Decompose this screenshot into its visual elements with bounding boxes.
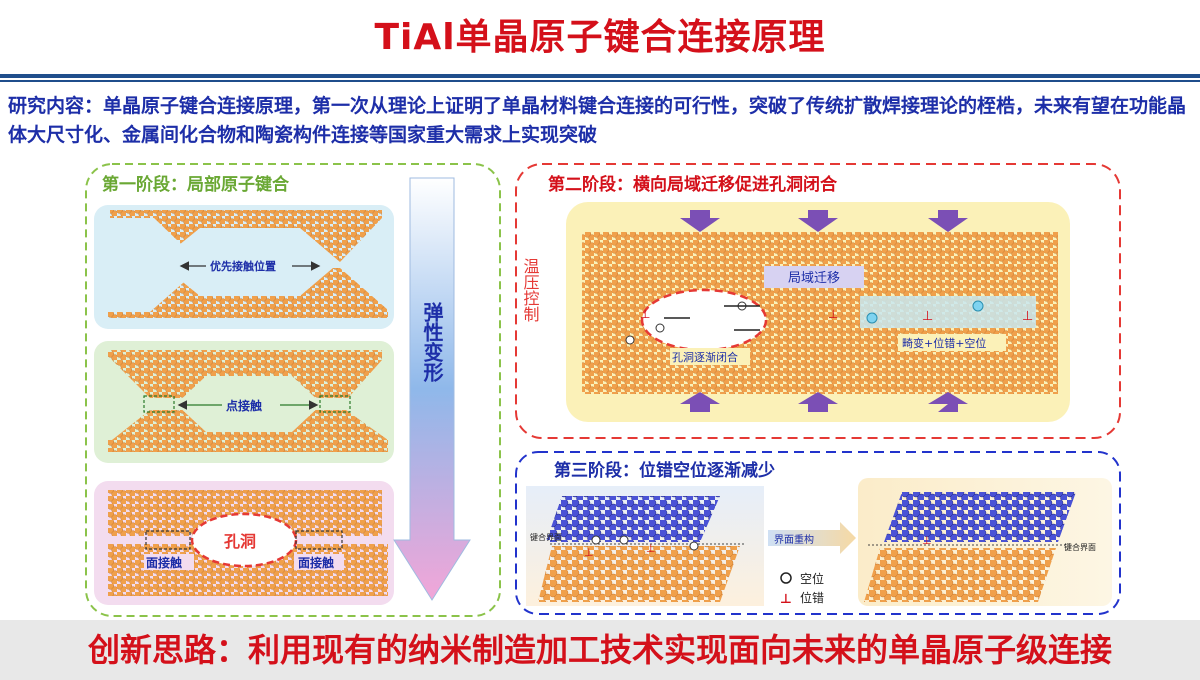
- hole-ellipse: [190, 512, 298, 568]
- top-crystal-2: [108, 350, 382, 398]
- svg-text:⊥: ⊥: [922, 534, 932, 547]
- innovation-banner: 创新思路：利用现有的纳米制造加工技术实现面向未来的单晶原子级连接: [0, 620, 1200, 680]
- pressure-arrow-bottom-1: [680, 392, 720, 412]
- pressure-arrow-bottom-2: [798, 392, 838, 412]
- face-contact-right: [295, 530, 343, 550]
- vacancy-legend-icon: [780, 572, 792, 584]
- stage2-title: 第二阶段：横向局域迁移促进孔洞闭合: [548, 174, 838, 195]
- stage2-border: [515, 163, 1121, 439]
- top-lattice-right: [884, 492, 1076, 542]
- reconstruct-arrow: [768, 522, 856, 554]
- pressure-arrow-top-1: [680, 210, 720, 232]
- dislocation-legend-label: 位错: [800, 590, 824, 605]
- point-contact-left: [143, 395, 175, 413]
- bond-interface-right-label: 键合界面: [1064, 542, 1096, 552]
- stage1-border: [85, 163, 501, 617]
- point-contact-right: [319, 395, 351, 413]
- title-divider-thin: [0, 80, 1200, 82]
- svg-text:⊥: ⊥: [922, 309, 933, 324]
- defect-markers: ⊥ ⊥: [866, 300, 1033, 324]
- stage1-group: 第一阶段：局部原子键合 优先接触位置 点接触 孔洞 面接触 面接触: [85, 163, 501, 617]
- stage2-group: 第二阶段：横向局域迁移促进孔洞闭合 温压控制 局域迁移 ⊥ ⊥ 孔洞逐渐闭合: [515, 163, 1121, 439]
- svg-text:⊥: ⊥: [1022, 309, 1033, 324]
- elastic-deformation-arrow: [393, 177, 471, 601]
- bottom-lattice-left: [538, 546, 740, 602]
- defect-region: [860, 296, 1036, 328]
- pressure-arrow-bottom-3: [928, 392, 968, 412]
- elastic-deformation-label: 弹性变形: [420, 301, 444, 383]
- point-contact-label: 点接触: [226, 398, 262, 413]
- title-divider: [0, 74, 1200, 78]
- pressure-arrow-top-3: [928, 210, 968, 232]
- reconstruct-label: 界面重构: [774, 533, 814, 546]
- hole-label: 孔洞: [224, 532, 256, 551]
- stage2-side-label: 温压控制: [521, 258, 540, 322]
- face-contact-left-label: 面接触: [146, 555, 182, 570]
- stage3-legend: 空位 ⊥ 位错: [780, 571, 824, 607]
- dislocation-cluster-left: ⊥ ⊥: [625, 301, 838, 345]
- face-contact-right-label: 面接触: [298, 555, 334, 570]
- bottom-lattice-right: [864, 548, 1056, 602]
- svg-text:⊥: ⊥: [828, 307, 838, 321]
- svg-text:⊥: ⊥: [584, 546, 594, 559]
- migration-badge: [764, 266, 864, 288]
- research-summary: 研究内容：单晶原子键合连接原理，第一次从理论上证明了单晶材料键合连接的可行性，突…: [8, 95, 1187, 146]
- closing-hole: [640, 288, 768, 352]
- face-contact-left: [145, 530, 191, 550]
- hole-closing-label: 孔洞逐渐闭合: [672, 350, 738, 364]
- dislocation-legend-icon: ⊥: [780, 592, 792, 607]
- migration-label: 局域迁移: [788, 271, 840, 286]
- page-title: TiAl单晶原子键合连接原理: [374, 17, 826, 58]
- svg-text:⊥: ⊥: [640, 307, 650, 321]
- top-lattice-left: [546, 496, 720, 542]
- vacancy-legend-label: 空位: [800, 571, 824, 586]
- stage1-title: 第一阶段：局部原子键合: [102, 174, 290, 195]
- bond-interface-left-label: 键合界面: [530, 532, 562, 542]
- defects-label: 畸变+位错+空位: [902, 336, 986, 350]
- stage3-border: [515, 451, 1121, 615]
- pressure-arrow-top-2: [798, 210, 838, 232]
- stage3-group: 第三阶段：位错空位逐渐减少 ⊥ ⊥ 键合界面 界面重构 空位 ⊥ 位错 ⊥ 键合…: [515, 451, 1121, 615]
- svg-text:⊥: ⊥: [646, 542, 656, 555]
- contact-position-label: 优先接触位置: [210, 259, 276, 273]
- stage3-title: 第三阶段：位错空位逐渐减少: [554, 460, 775, 481]
